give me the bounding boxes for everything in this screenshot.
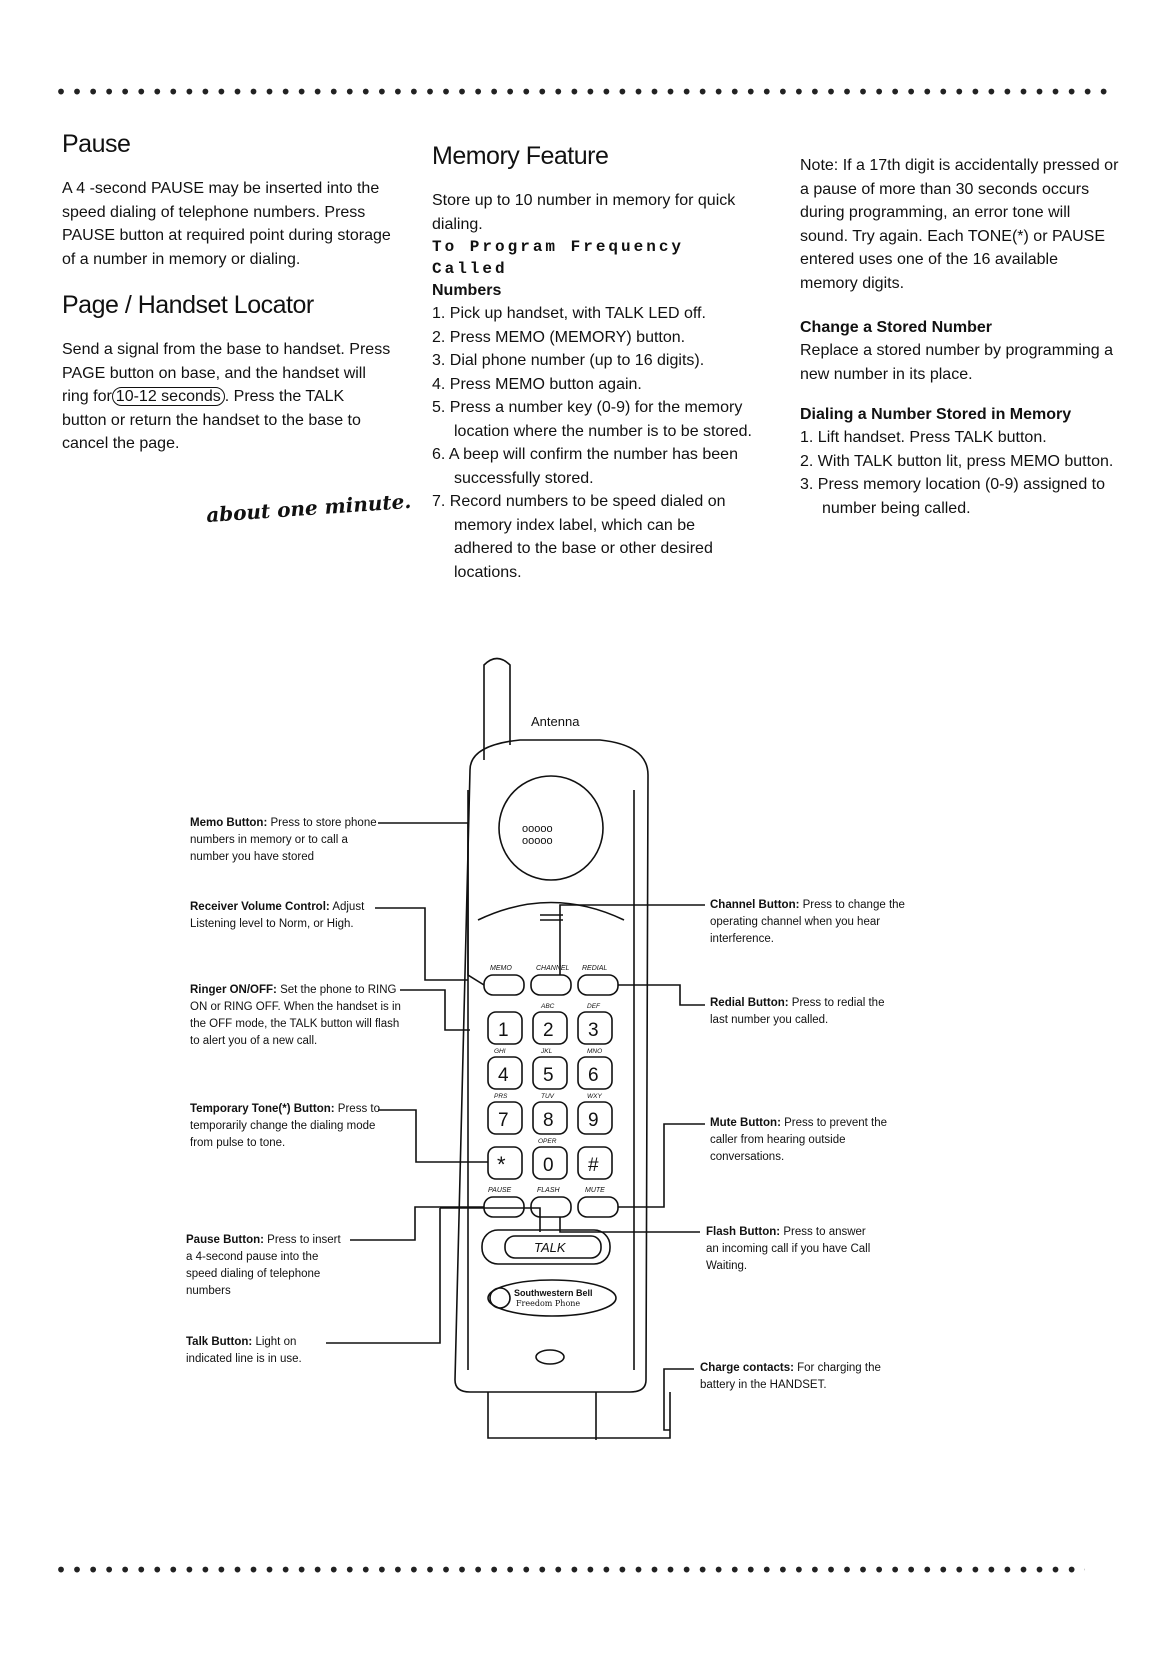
memo-key-label: MEMO [490,965,512,972]
list-item: 3. Press memory location (0-9) assigned … [800,476,1106,517]
list-item: 2. With TALK button lit, press MEMO butt… [800,452,1114,470]
memory-intro: Store up to 10 number in memory for quic… [432,192,736,233]
pause-heading: Pause [62,130,131,158]
brand-product: Freedom Phone [516,1299,580,1308]
key-letters: PRS [494,1093,508,1100]
pause-key-label: PAUSE [488,1187,512,1194]
brand-name: Southwestern Bell [514,1288,593,1298]
mute-key-label: MUTE [585,1187,605,1194]
keypad-keys [487,1011,613,1180]
pause-callout: Pause Button: Press to insert a 4-second… [186,1234,341,1297]
earpiece-holes: ooooo [522,823,553,835]
dial-steps: 1. Lift handset. Press TALK button. 2. W… [800,426,1120,520]
page-locator-body: Send a signal from the base to handset. … [62,341,391,452]
volume-callout: Receiver Volume Control: Adjust Listenin… [190,901,365,930]
key-hash: # [588,1155,599,1176]
key-letters: TUV [541,1093,555,1100]
list-item: 4. Press MEMO button again. [432,375,642,393]
list-item: 5. Press a number key (0-9) for the memo… [432,399,752,440]
key-letters: JKL [540,1048,553,1055]
list-item: 2. Press MEMO (MEMORY) button. [432,328,686,346]
channel-callout: Channel Button: Press to change the oper… [710,899,905,945]
charge-callout: Charge contacts: For charging the batter… [700,1362,881,1391]
dial-title: Dialing a Number Stored in Memory [800,406,1072,423]
memory-steps: 1. Pick up handset, with TALK LED off. 2… [432,302,752,584]
key-9: 9 [588,1110,599,1131]
key-letters: WXY [587,1093,602,1100]
ringer-callout: Ringer ON/OFF: Set the phone to RING ON … [190,984,401,1047]
key-6: 6 [588,1065,599,1086]
memo-key-shape [483,974,525,996]
change-title: Change a Stored Number [800,319,993,336]
key-4: 4 [498,1065,509,1086]
mute-callout: Mute Button: Press to prevent the caller… [710,1117,888,1163]
key-letters: ABC [540,1003,555,1010]
right-column: Note: If a 17th digit is accidentally pr… [800,154,1120,520]
antenna-label: Antenna [531,714,580,729]
key-2: 2 [543,1020,554,1041]
list-item: 6. A beep will confirm the number has be… [432,446,738,487]
key-letters: GHI [494,1048,506,1055]
circled-duration: 10-12 seconds [111,387,225,406]
earpiece [498,775,604,881]
redial-callout: Redial Button: Press to redial the last … [710,997,885,1026]
page-locator-heading: Page / Handset Locator [62,291,314,319]
left-column: Pause A 4 -second PAUSE may be inserted … [62,130,392,456]
antenna-shape [483,657,511,760]
tone-callout: Temporary Tone(*) Button: Press to tempo… [190,1103,380,1149]
talk-callout: Talk Button: Light on indicated line is … [186,1336,302,1365]
key-letters: MNO [587,1048,602,1055]
key-star: * [497,1152,506,1177]
key-letters: OPER [538,1138,557,1145]
program-title-line2: Numbers [432,282,502,299]
flash-callout: Flash Button: Press to answer an incomin… [706,1226,871,1272]
flash-key-label: FLASH [537,1187,561,1194]
talk-key-label: TALK [534,1240,567,1255]
key-7: 7 [498,1110,509,1131]
key-letters: DEF [587,1003,601,1010]
list-item: 1. Lift handset. Press TALK button. [800,429,1047,446]
list-item: 7. Record numbers to be speed dialed on … [432,493,726,581]
program-title: To Program Frequency Called [432,238,685,278]
key-3: 3 [588,1020,599,1041]
change-body: Replace a stored number by programming a… [800,342,1114,383]
svg-text:ooooo: ooooo [522,835,553,847]
key-1: 1 [498,1020,509,1041]
key-5: 5 [543,1065,554,1086]
top-dotted-border: ••••••••••••••••••••••••••••••••••••••••… [55,80,1115,104]
middle-column: Memory Feature Store up to 10 number in … [432,142,752,584]
list-item: 3. Dial phone number (up to 16 digits). [432,352,705,369]
handset-body [454,739,649,1393]
key-8: 8 [543,1110,554,1131]
channel-key-label: CHANNEL [536,965,570,972]
memory-heading: Memory Feature [432,142,609,170]
talk-key-shape [481,1229,611,1265]
memo-callout: Memo Button: Press to store phone number… [190,817,377,863]
key-0: 0 [543,1155,554,1176]
bottom-dotted-border: ••••••••••••••••••••••••••••••••••••••••… [55,1558,1085,1582]
note-body: Note: If a 17th digit is accidentally pr… [800,157,1119,292]
redial-key-label: REDIAL [582,965,607,972]
list-item: 1. Pick up handset, with TALK LED off. [432,305,706,322]
pause-body: A 4 -second PAUSE may be inserted into t… [62,180,391,268]
